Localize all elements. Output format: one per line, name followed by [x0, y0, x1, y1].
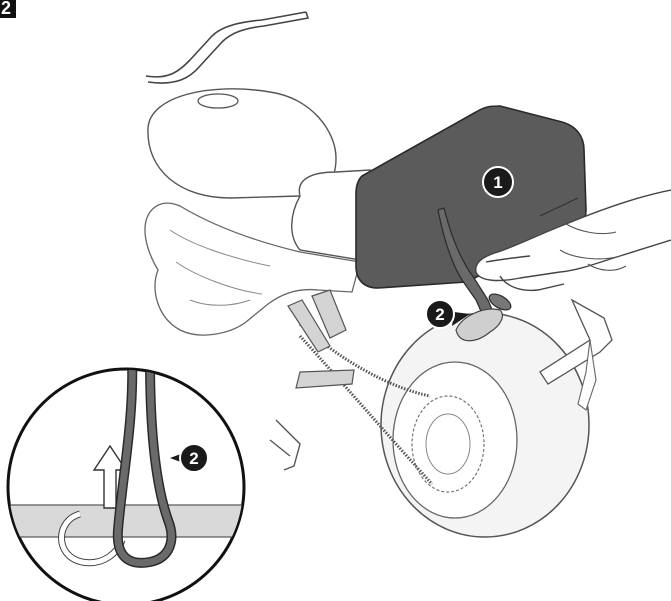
- callout-2-label: 2: [435, 305, 444, 324]
- detail-inset: 2: [0, 360, 260, 601]
- inset-callout-2-label: 2: [189, 449, 198, 468]
- swingarm: [288, 290, 354, 388]
- kickstand: [270, 420, 300, 470]
- rear-wheel: [381, 313, 589, 537]
- step-badge: 2: [0, 0, 16, 18]
- inset-rail: [0, 505, 260, 537]
- callout-1: 1: [483, 167, 513, 197]
- fuel-cap: [198, 94, 238, 108]
- callout-1-label: 1: [493, 173, 502, 192]
- step-number: 2: [1, 0, 11, 18]
- handlebar: [146, 12, 308, 83]
